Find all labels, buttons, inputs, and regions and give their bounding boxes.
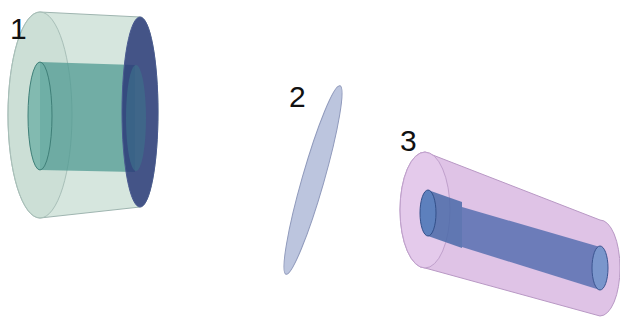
callout-number: 1 bbox=[10, 14, 27, 44]
disc-part-2 bbox=[275, 83, 350, 277]
callout-number: 2 bbox=[289, 82, 306, 112]
cylinder-part-3 bbox=[400, 152, 620, 316]
callout-number: 3 bbox=[400, 126, 417, 156]
cylinder-part-1 bbox=[8, 12, 158, 218]
